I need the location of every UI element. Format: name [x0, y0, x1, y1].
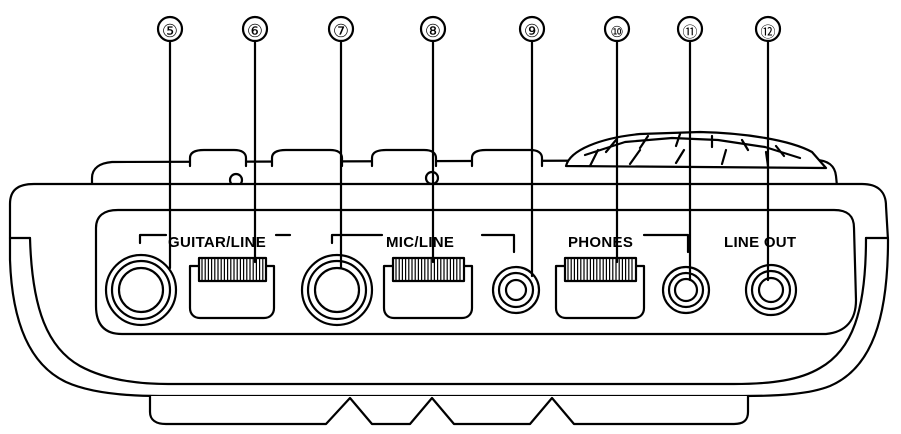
callout-12-number: ⑫ — [760, 24, 775, 41]
callout-7: ⑦ — [327, 15, 355, 270]
callout-11: ⑪ — [676, 15, 704, 282]
callout-5: ⑤ — [156, 15, 184, 270]
guitar-line-jack — [104, 253, 178, 327]
remote-jack — [491, 265, 541, 315]
callout-5-number: ⑤ — [162, 21, 178, 41]
mic-line-label: MIC/LINE — [386, 234, 454, 251]
guitar-line-level-wheel — [188, 256, 276, 320]
callout-6: ⑥ — [241, 15, 269, 264]
phones-jack — [661, 265, 711, 315]
callout-10-number: ⑩ — [610, 24, 623, 41]
guitar-line-label: GUITAR/LINE — [168, 234, 266, 251]
mic-line-jack — [300, 253, 374, 327]
callout-11-number: ⑪ — [682, 24, 697, 41]
mic-line-level-wheel — [382, 256, 474, 320]
callout-9: ⑨ — [518, 15, 546, 278]
callout-9-number: ⑨ — [524, 21, 540, 41]
callout-6-number: ⑥ — [247, 21, 263, 41]
line-out-label: LINE OUT — [724, 234, 796, 251]
phones-volume-wheel — [554, 256, 646, 320]
callout-12: ⑫ — [754, 15, 782, 282]
callout-8-number: ⑧ — [425, 21, 441, 41]
line-out-jack — [744, 263, 798, 317]
callout-7-number: ⑦ — [333, 21, 349, 41]
callout-8: ⑧ — [419, 15, 447, 264]
panel-brackets — [138, 233, 690, 254]
callout-10: ⑩ — [603, 15, 631, 264]
phones-label: PHONES — [568, 234, 633, 251]
